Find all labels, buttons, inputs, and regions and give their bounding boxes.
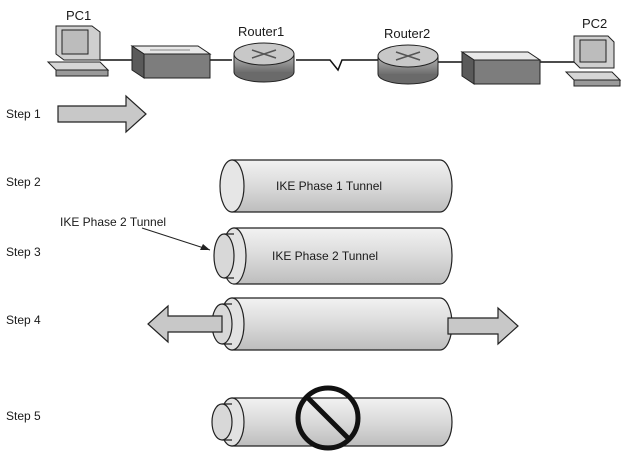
phase2-tunnel-label: IKE Phase 2 Tunnel <box>272 249 378 263</box>
network-topology: PC1 Router1 Router2 <box>46 8 622 87</box>
step3-label: Step 3 <box>6 245 41 259</box>
step4-tunnel <box>211 297 453 351</box>
router1-label: Router1 <box>238 24 284 39</box>
pc2-label: PC2 <box>582 16 607 31</box>
phase1-tunnel-label: IKE Phase 1 Tunnel <box>276 179 382 193</box>
prohibited-icon <box>295 385 361 451</box>
step4-arrow-left-icon <box>147 304 223 344</box>
pc2-icon <box>564 35 622 87</box>
step4-arrow-right-icon <box>447 306 519 346</box>
callout-arrow <box>141 227 211 251</box>
step5-tunnel <box>211 397 453 447</box>
step4-label: Step 4 <box>6 313 41 327</box>
pc1-icon <box>46 25 110 77</box>
router2-label: Router2 <box>384 26 430 41</box>
switch-icon <box>460 51 542 85</box>
router2-icon <box>377 44 439 85</box>
step2-label: Step 2 <box>6 175 41 189</box>
phase2-tunnel <box>213 227 453 285</box>
step1-arrow-right-icon <box>57 94 147 134</box>
phase2-callout-label: IKE Phase 2 Tunnel <box>60 215 166 229</box>
step5-label: Step 5 <box>6 409 41 423</box>
step1-label: Step 1 <box>6 107 41 121</box>
phase1-tunnel <box>219 159 453 213</box>
router1-icon <box>233 42 295 83</box>
switch-icon <box>130 45 212 79</box>
pc1-label: PC1 <box>66 8 91 23</box>
